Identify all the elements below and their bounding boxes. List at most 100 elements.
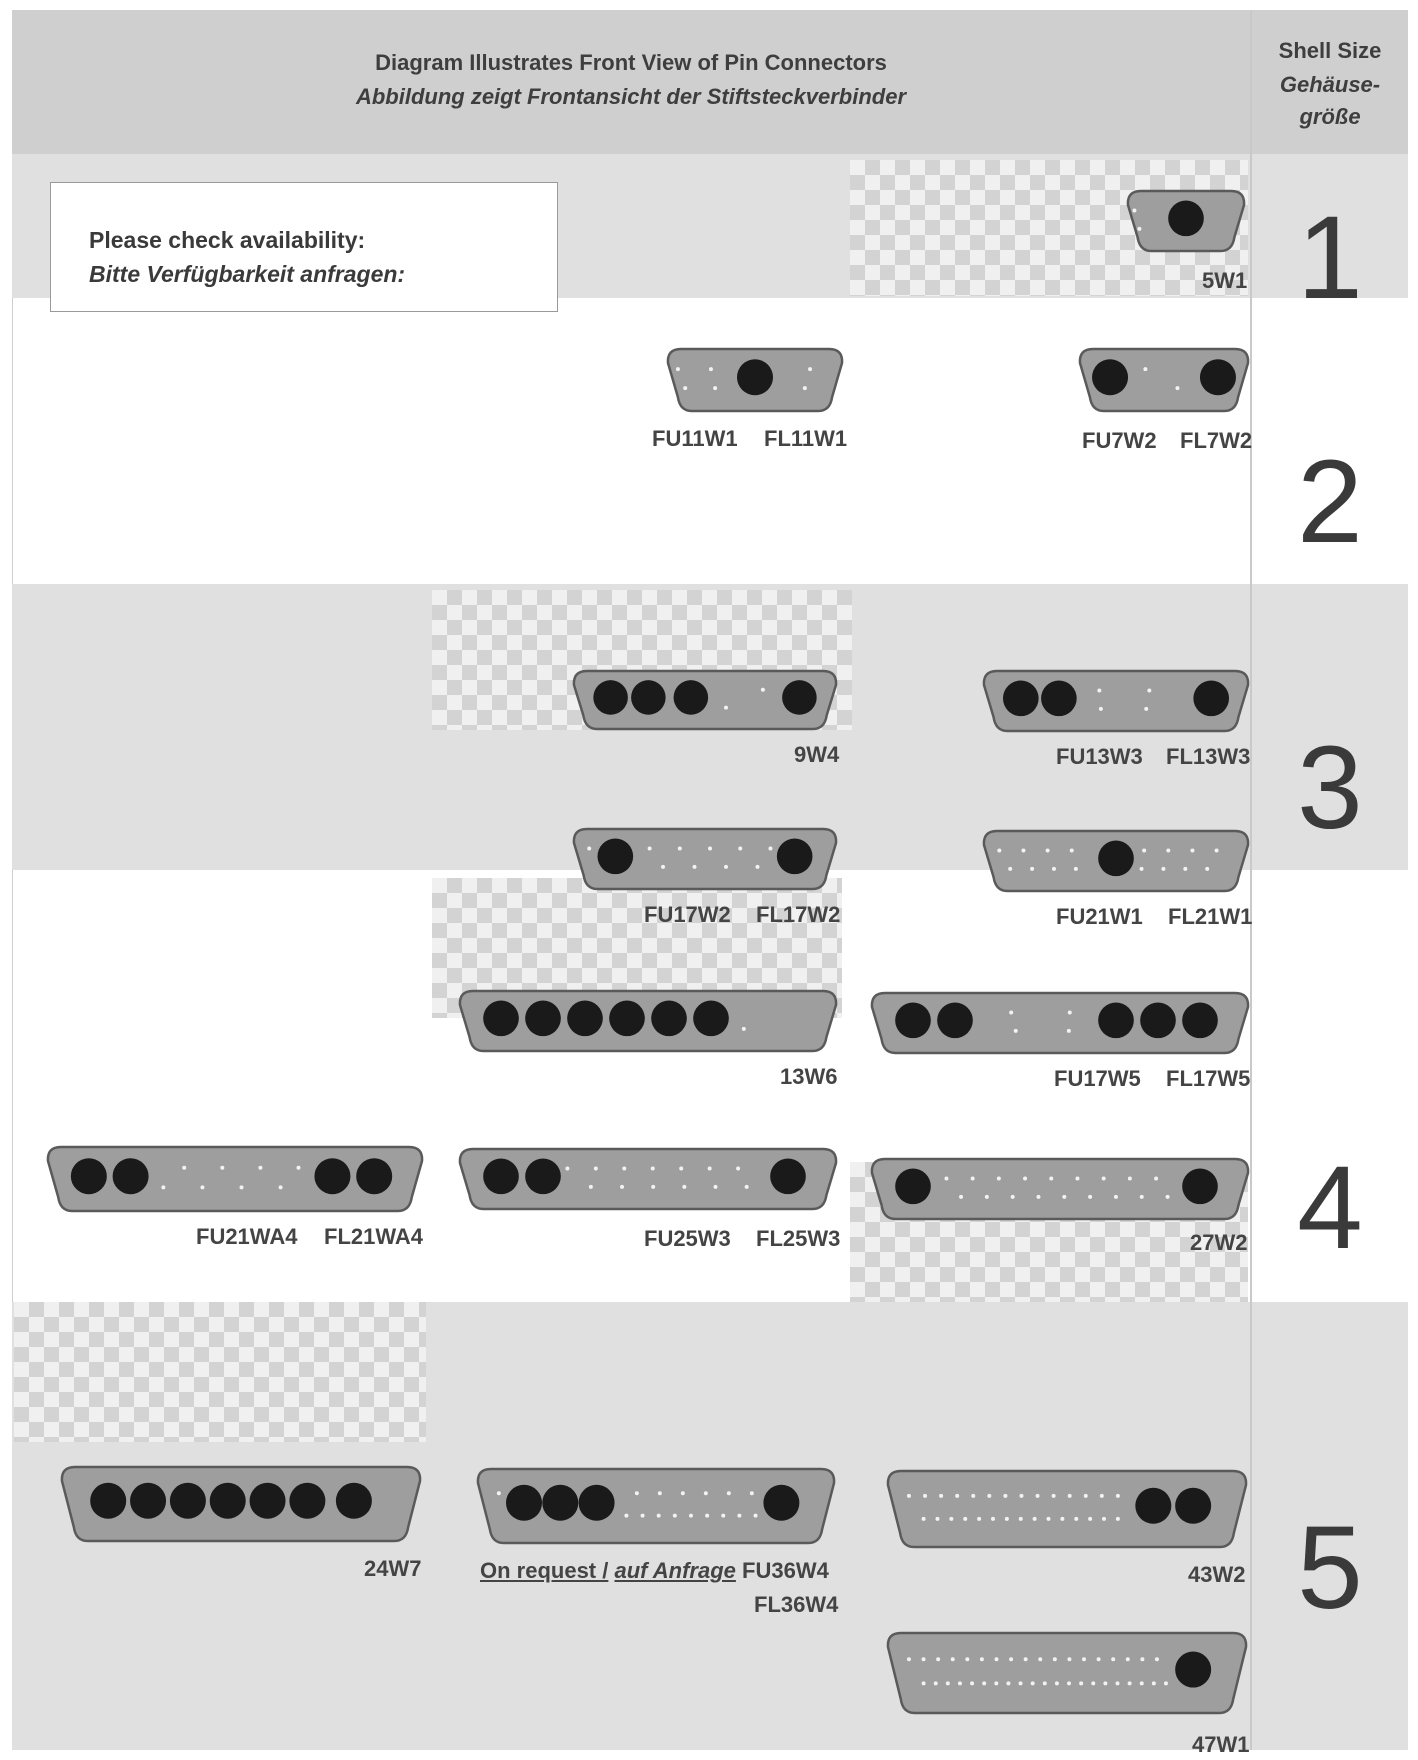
signal-pin <box>970 1681 975 1686</box>
connector-9w4 <box>572 669 838 731</box>
signal-pin <box>1088 1516 1093 1521</box>
coax-contact <box>782 680 817 715</box>
signal-pin <box>957 1681 962 1686</box>
signal-pin <box>1165 1194 1170 1199</box>
coax-contact <box>1041 680 1077 717</box>
signal-pin <box>1096 1657 1101 1662</box>
title-english: Diagram Illustrates Front View of Pin Co… <box>375 50 887 75</box>
coax-contact <box>483 1158 519 1195</box>
signal-pin <box>1082 1657 1087 1662</box>
signal-pin <box>565 1166 570 1171</box>
signal-pin <box>1079 1681 1084 1686</box>
signal-pin <box>1004 1516 1009 1521</box>
signal-pin <box>1062 1194 1067 1199</box>
signal-pin <box>990 1516 995 1521</box>
connector-24w7 <box>60 1465 422 1543</box>
signal-pin <box>1098 706 1103 711</box>
signal-pin <box>1214 848 1219 853</box>
coax-contact <box>525 1000 561 1037</box>
label-fl21wa4: FL21WA4 <box>324 1224 424 1249</box>
signal-pin <box>744 1184 749 1189</box>
signal-pin <box>1046 1516 1051 1521</box>
connector-7w2 <box>1078 347 1250 413</box>
coax-contact <box>593 680 628 715</box>
signal-pin <box>1067 1010 1072 1015</box>
signal-pin <box>945 1681 950 1686</box>
signal-pin <box>1052 1657 1057 1662</box>
coax-contact <box>567 1000 603 1037</box>
signal-pin <box>1075 1176 1080 1181</box>
label-fu11w1: FU11W1 <box>652 426 738 451</box>
signal-pin <box>994 1681 999 1686</box>
shell-number-4: 4 <box>1297 1142 1363 1274</box>
coax-contact <box>1140 1002 1176 1039</box>
coax-contact <box>289 1482 326 1519</box>
signal-pin <box>258 1165 263 1170</box>
signal-pin <box>768 846 773 851</box>
signal-pin <box>1140 1657 1145 1662</box>
signal-pin <box>737 1513 742 1518</box>
signal-pin <box>721 1513 726 1518</box>
coax-contact <box>90 1482 127 1519</box>
coax-contact <box>578 1484 615 1521</box>
signal-pin <box>1019 1493 1024 1498</box>
signal-pin <box>724 864 728 869</box>
label-fu25w3: FU25W3 <box>644 1226 731 1251</box>
signal-pin <box>944 1176 949 1181</box>
signal-pin <box>278 1185 283 1190</box>
shell-number-2: 2 <box>1297 436 1363 568</box>
coax-contact <box>1199 359 1236 396</box>
signal-pin <box>588 1184 593 1189</box>
coax-contact <box>525 1158 561 1195</box>
signal-pin <box>650 1166 655 1171</box>
signal-pin <box>1045 848 1050 853</box>
label-fl36w4: FL36W4 <box>754 1592 839 1617</box>
signal-pin <box>997 848 1002 853</box>
signal-pin <box>738 846 743 851</box>
signal-pin <box>1115 1516 1120 1521</box>
signal-pin <box>634 1491 639 1496</box>
signal-pin <box>1115 1681 1120 1686</box>
signal-pin <box>1183 866 1188 871</box>
coax-contact <box>737 359 773 396</box>
coax-contact <box>249 1482 286 1519</box>
signal-pin <box>970 1176 975 1181</box>
signal-pin <box>994 1657 999 1662</box>
on-request-text: On request / <box>480 1558 609 1583</box>
coax-contact <box>130 1482 167 1519</box>
label-fl11w1: FL11W1 <box>764 426 848 451</box>
signal-pin <box>996 1176 1001 1181</box>
signal-pin <box>1205 866 1210 871</box>
signal-pin <box>921 1657 926 1662</box>
signal-pin <box>935 1516 940 1521</box>
shell-size-heading-de-1: Gehäuse- <box>1279 72 1381 97</box>
shell-size-heading-de-2: größe <box>1299 104 1361 129</box>
coax-contact <box>1175 1651 1212 1688</box>
connector-13w6 <box>458 989 838 1053</box>
signal-pin <box>755 864 760 869</box>
title-german: Abbildung zeigt Frontansicht der Stiftst… <box>355 84 907 109</box>
signal-pin <box>923 1493 928 1498</box>
shell-2-band <box>12 298 1409 584</box>
shell-number-1: 1 <box>1297 192 1363 324</box>
connector-43w2 <box>886 1469 1248 1549</box>
signal-pin <box>1137 226 1142 231</box>
signal-pin <box>736 1166 741 1171</box>
coax-contact <box>335 1482 372 1519</box>
signal-pin <box>620 1184 625 1189</box>
signal-pin <box>182 1165 187 1170</box>
label-fu21wa4: FU21WA4 <box>196 1224 298 1249</box>
signal-pin <box>657 1491 662 1496</box>
connector-overview-sheet: Diagram Illustrates Front View of Pin Co… <box>12 10 1409 1757</box>
coax-contact <box>1092 359 1129 396</box>
signal-pin <box>1125 1657 1130 1662</box>
signal-pin <box>971 1493 976 1498</box>
signal-pin <box>936 1657 941 1662</box>
signal-pin <box>1009 1657 1014 1662</box>
signal-pin <box>708 367 713 372</box>
coax-contact <box>169 1482 206 1519</box>
signal-pin <box>1190 848 1195 853</box>
coax-contact <box>356 1158 393 1195</box>
signal-pin <box>724 705 728 710</box>
coax-contact <box>542 1484 579 1521</box>
